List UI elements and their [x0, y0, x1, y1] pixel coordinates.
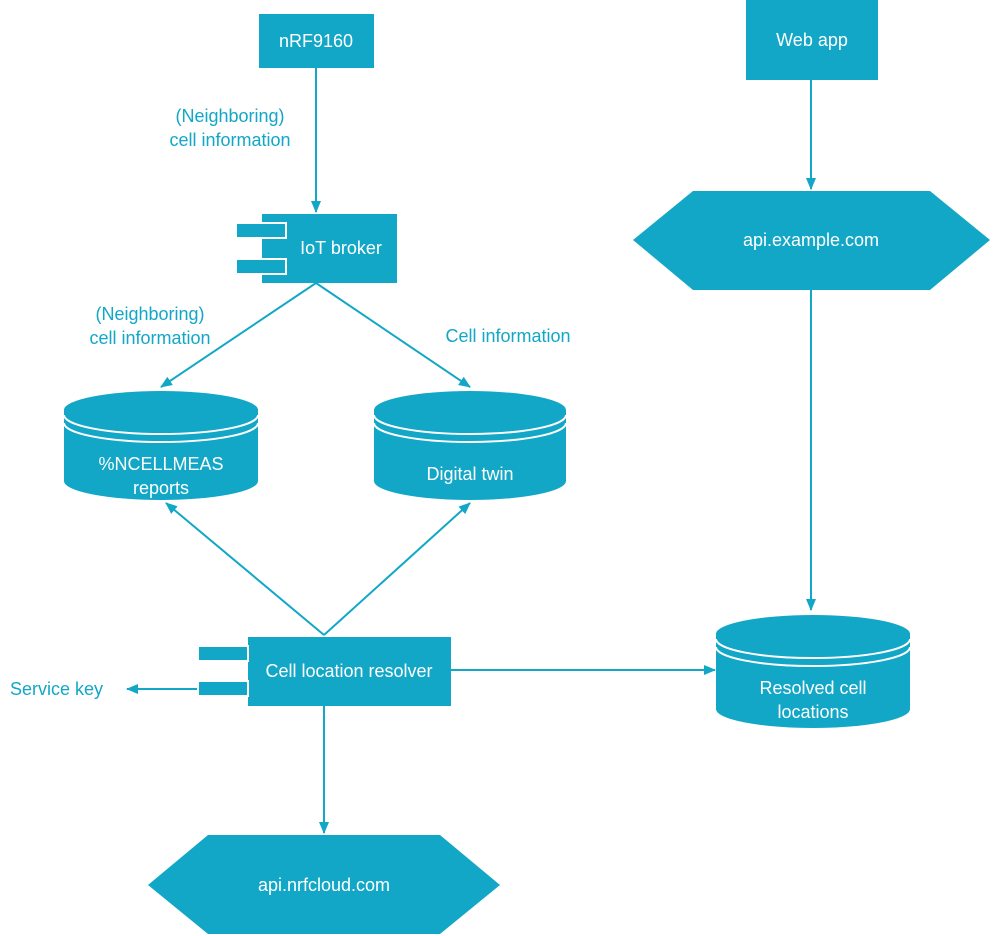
edge-label-reports-line2: cell information — [89, 328, 210, 348]
edge-label-device-line2: cell information — [169, 130, 290, 150]
web-app-label: Web app — [776, 30, 848, 50]
ncellmeas-label-line2: reports — [133, 478, 189, 498]
web-app-node: Web app — [746, 0, 878, 80]
service-key-label: Service key — [10, 679, 103, 699]
edge-label-cell-information: Cell information — [445, 326, 570, 346]
cell-location-resolver-label: Cell location resolver — [265, 661, 432, 681]
edge-broker-to-digital-twin — [315, 282, 471, 388]
api-example-label: api.example.com — [743, 230, 879, 250]
resolved-label-line2: locations — [777, 702, 848, 722]
iot-broker-label: IoT broker — [300, 238, 382, 258]
digital-twin-store: Digital twin — [373, 391, 567, 500]
edge-label-reports-line1: (Neighboring) — [95, 304, 204, 324]
edge-label-device-line1: (Neighboring) — [175, 106, 284, 126]
nrf9160-node: nRF9160 — [259, 14, 374, 68]
cell-location-resolver-node: Cell location resolver — [197, 637, 451, 706]
edge-resolver-to-digital-twin — [323, 502, 471, 636]
api-nrfcloud-label: api.nrfcloud.com — [258, 875, 390, 895]
digital-twin-label: Digital twin — [426, 464, 513, 484]
resolved-cell-locations-store: Resolved cell locations — [715, 615, 911, 728]
iot-broker-node: IoT broker — [235, 214, 397, 283]
api-example-node: api.example.com — [633, 191, 990, 290]
resolved-label-line1: Resolved cell — [759, 678, 866, 698]
api-nrfcloud-node: api.nrfcloud.com — [148, 835, 500, 934]
ncellmeas-reports-store: %NCELLMEAS reports — [63, 391, 259, 500]
edge-broker-to-ncellmeas — [160, 282, 317, 388]
ncellmeas-label-line1: %NCELLMEAS — [98, 454, 223, 474]
edge-resolver-to-ncellmeas — [165, 502, 325, 636]
nrf9160-label: nRF9160 — [279, 31, 353, 51]
